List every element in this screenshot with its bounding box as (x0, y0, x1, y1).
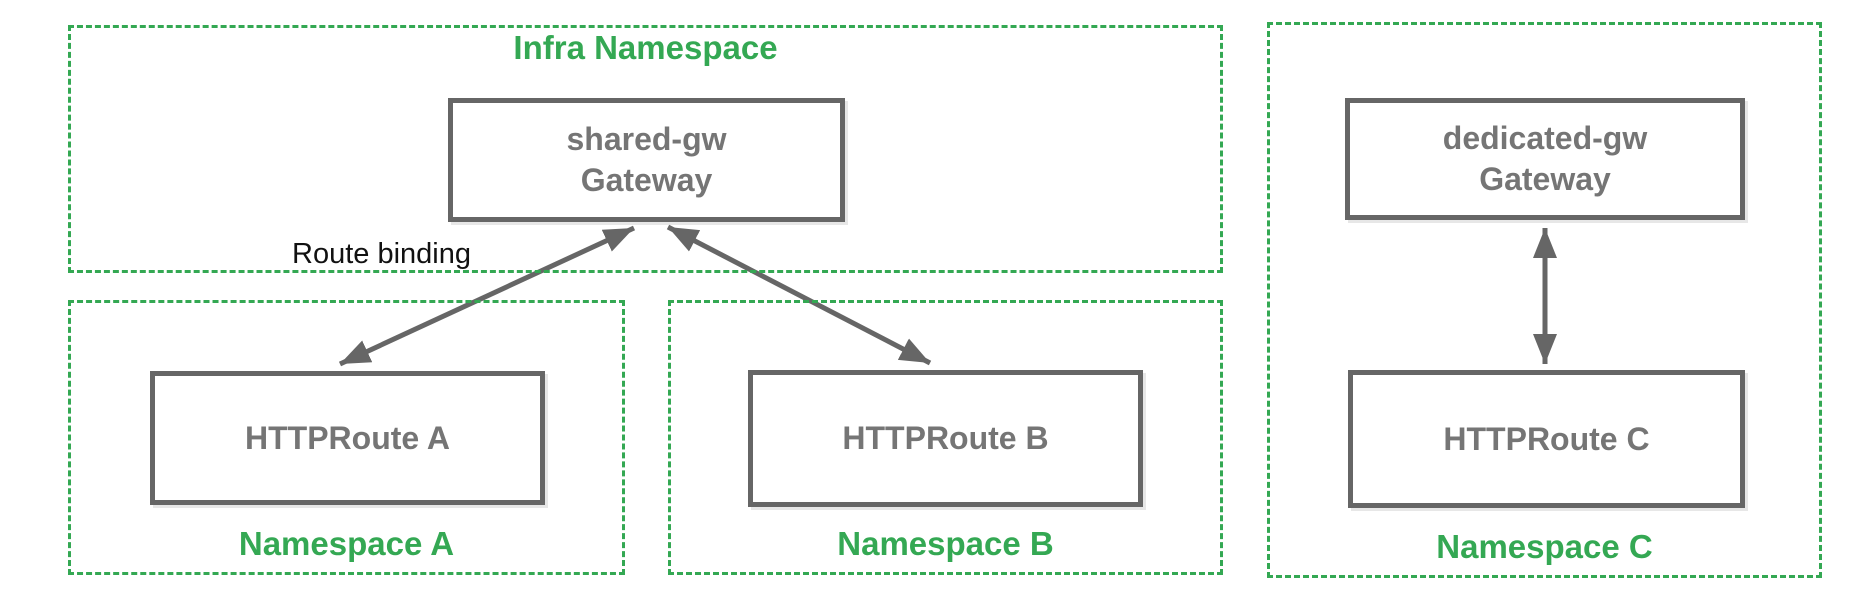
httproute-a-label: HTTPRoute A (244, 419, 450, 456)
namespace-a-container: Namespace A (68, 300, 625, 575)
httproute-a-node: HTTPRoute A (150, 371, 545, 505)
namespace-c-title: Namespace C (1436, 528, 1653, 565)
namespace-b-title: Namespace B (837, 525, 1054, 562)
shared-gw-gateway-node: shared-gw Gateway (448, 98, 845, 222)
shared-gw-name: shared-gw (566, 121, 727, 158)
namespace-infra-container: Infra Namespace (68, 25, 1223, 273)
namespace-b-container: Namespace B (668, 300, 1223, 575)
dedicated-gw-kind: Gateway (1479, 161, 1611, 197)
httproute-c-node: HTTPRoute C (1348, 370, 1745, 508)
httproute-c-label: HTTPRoute C (1443, 420, 1650, 457)
httproute-b-label: HTTPRoute B (842, 420, 1049, 457)
dedicated-gw-gateway-node: dedicated-gw Gateway (1345, 98, 1745, 220)
namespace-a-title: Namespace A (238, 525, 455, 562)
dedicated-gw-name: dedicated-gw (1442, 120, 1648, 157)
namespace-c-container: Namespace C (1267, 22, 1822, 578)
route-binding-annotation: Route binding (292, 238, 471, 270)
httproute-b-node: HTTPRoute B (748, 370, 1143, 507)
namespace-infra-title: Infra Namespace (513, 29, 778, 66)
shared-gw-kind: Gateway (580, 162, 713, 198)
